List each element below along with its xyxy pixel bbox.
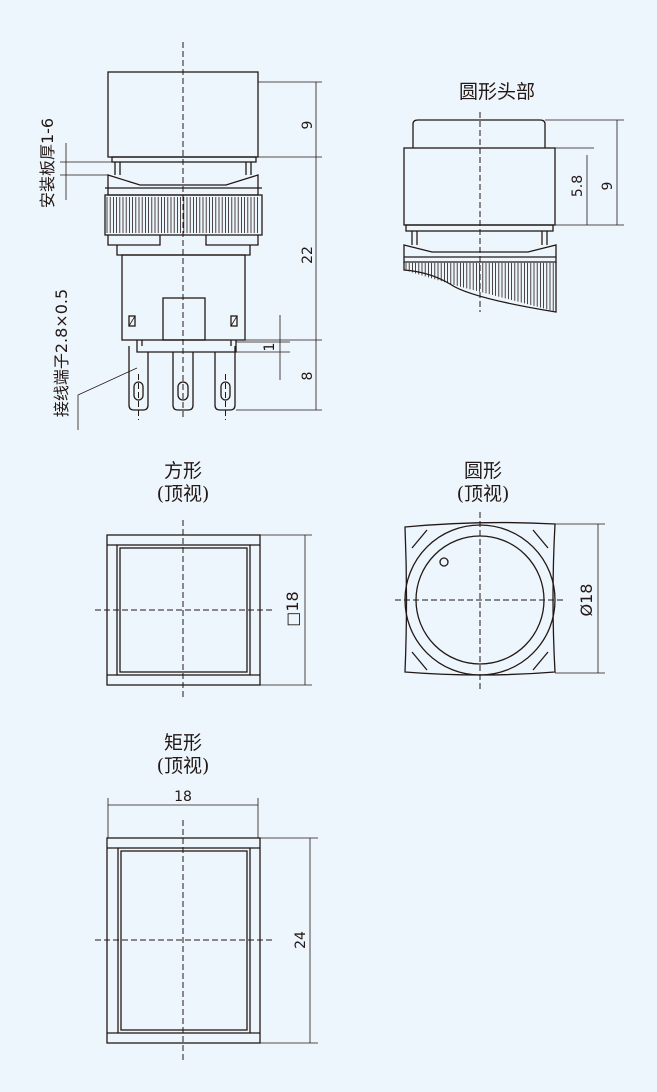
- dim-head: 9: [300, 121, 316, 130]
- panel-thickness-leader: [60, 143, 112, 200]
- square-top-view: 方形 (顶视) □18: [95, 460, 312, 700]
- dimension-lines: [545, 119, 624, 226]
- knurl-section: [403, 262, 557, 313]
- panel-thickness-label: 安装板厚1-6: [38, 118, 57, 208]
- square-subtitle: (顶视): [157, 483, 210, 505]
- dimension-lines: [236, 81, 322, 411]
- round-top-view: 圆形 (顶视) Ø18: [395, 460, 605, 690]
- posts: [114, 162, 252, 175]
- head-rim: [111, 156, 257, 163]
- dim-body: 22: [300, 246, 316, 264]
- side-view: 9 22 8 1 安装板厚1-6 接线端子2.8×0.5: [38, 42, 322, 430]
- rect-dim-height: 24: [293, 931, 309, 949]
- rect-top-view: 矩形 (顶视) 18 24: [95, 732, 318, 1060]
- rect-dim-width: 18: [174, 789, 192, 805]
- dim-inner: 5.8: [570, 175, 586, 197]
- rect-subtitle: (顶视): [157, 755, 210, 777]
- terminal-label: 接线端子2.8×0.5: [52, 289, 71, 417]
- indicator-dot-icon: [439, 557, 449, 567]
- terminals: [128, 346, 236, 420]
- round-head-title: 圆形头部: [459, 81, 535, 103]
- round-title: 圆形: [464, 460, 502, 482]
- round-subtitle: (顶视): [457, 483, 510, 505]
- dim-outer: 9: [600, 182, 616, 191]
- round-head-view: 圆形头部 5.8 9: [403, 81, 624, 313]
- dim-gap: 1: [262, 343, 278, 352]
- rect-title: 矩形: [164, 732, 202, 754]
- knurl-hatching: [106, 197, 258, 233]
- square-dim: □18: [283, 591, 302, 626]
- round-dim: Ø18: [577, 584, 596, 617]
- base-plate: [136, 340, 237, 353]
- cap: [412, 119, 546, 148]
- dim-terminal: 8: [300, 372, 316, 381]
- knurl-hatching: [405, 263, 554, 311]
- terminal-leader: [77, 367, 138, 430]
- square-title: 方形: [164, 460, 202, 482]
- bezel-outline: [404, 521, 556, 676]
